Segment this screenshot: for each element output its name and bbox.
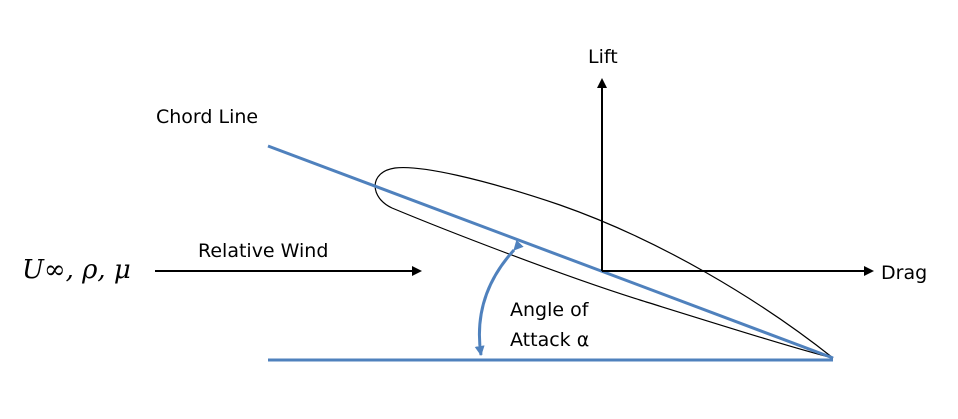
angle-of-attack-label: Angle of Attack α — [510, 295, 589, 355]
freestream-conditions-label: U∞, ρ, μ — [22, 255, 131, 285]
angle-of-attack-label-line1: Angle of — [510, 299, 589, 321]
drag-label: Drag — [881, 262, 928, 284]
airfoil-outline — [374, 167, 834, 359]
angle-of-attack-arc — [474, 239, 524, 356]
lift-label: Lift — [588, 46, 618, 68]
chord-line-label: Chord Line — [156, 106, 259, 128]
relative-wind-label: Relative Wind — [198, 240, 329, 262]
chord-line — [267, 144, 834, 360]
angle-of-attack-label-line2: Attack α — [510, 329, 590, 351]
